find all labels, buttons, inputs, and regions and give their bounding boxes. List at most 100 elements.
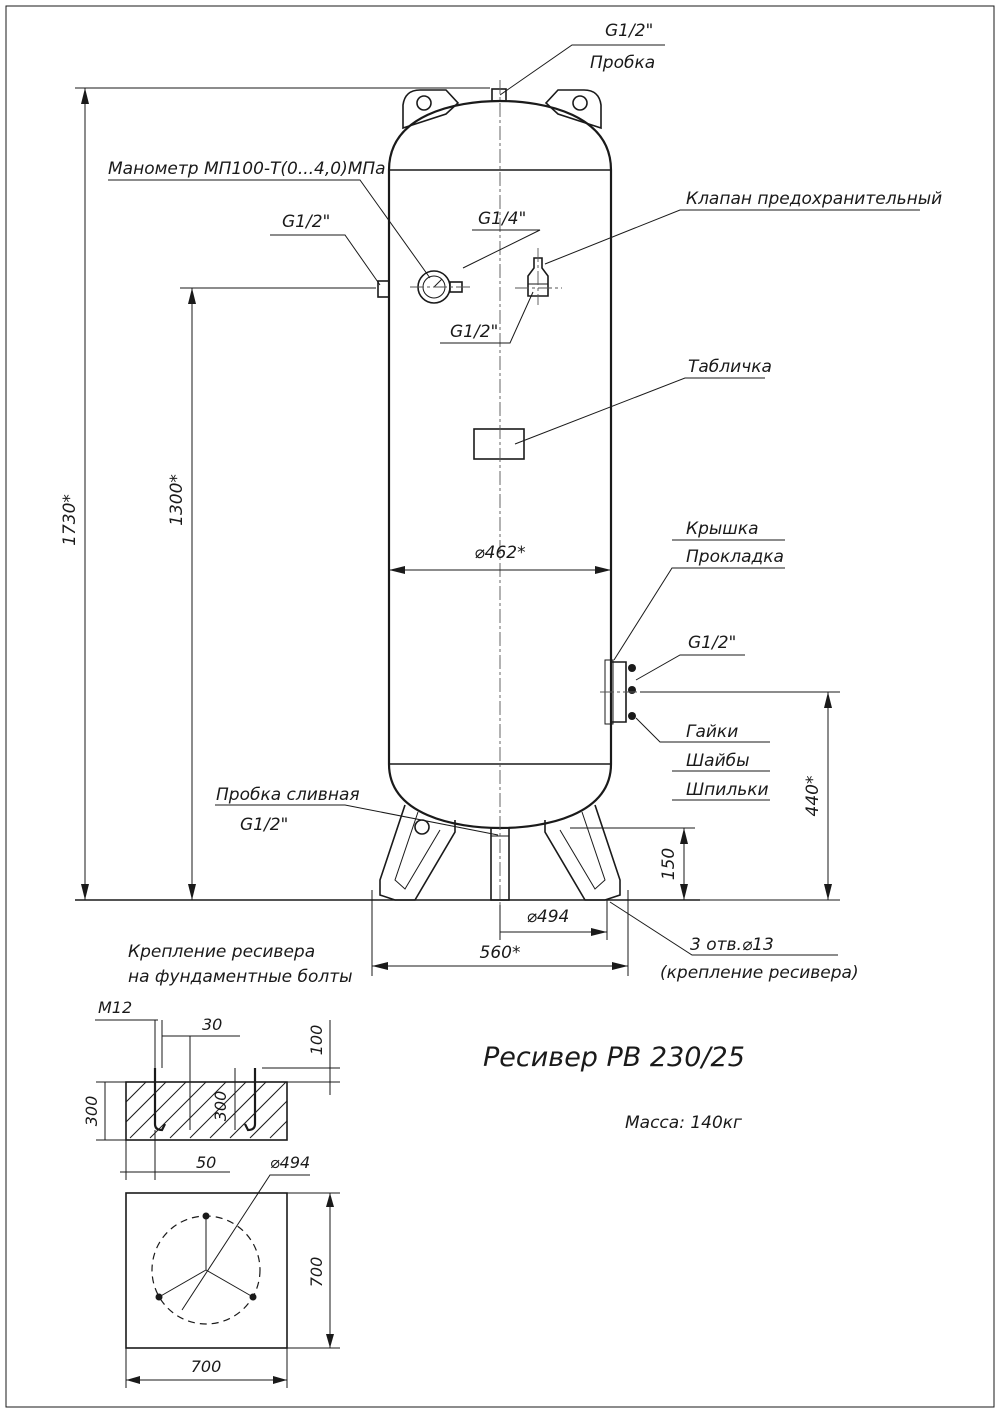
drawing-frame [5, 5, 995, 1408]
leg-hole-left [414, 819, 430, 835]
dim-1730-arrow-top [81, 88, 89, 104]
text-300-inner: 300 [211, 1091, 230, 1122]
dim-text-440: 440* [803, 776, 823, 817]
dim-462-arrow-right [595, 566, 611, 574]
leader-holes [609, 901, 838, 956]
label-gauge-thread: G1/4" [478, 209, 526, 229]
label-nuts: Гайки [686, 722, 738, 742]
dim-494-arrow-right [591, 928, 607, 936]
dim-1300-arrow-top [188, 288, 196, 304]
leader-gasket [613, 567, 785, 661]
dim-text-494: ⌀494 [527, 907, 570, 927]
dim-text-1730: 1730* [60, 494, 80, 546]
labels: G1/2" Пробка Манометр МП100-Т(0...4,0)МП… [60, 21, 942, 983]
label-gasket: Прокладка [686, 547, 784, 567]
leader-drain [215, 804, 499, 836]
bolt-hole-2 [155, 1293, 163, 1301]
dim-462-arrow-left [389, 566, 405, 574]
top-plug [491, 88, 507, 102]
leader-lines [108, 44, 920, 956]
hatch-bolt-1 [628, 664, 636, 672]
label-plate: Табличка [688, 357, 772, 377]
label-studs: Шпильки [686, 780, 769, 800]
label-safety-valve: Клапан предохранительный [686, 189, 942, 209]
text-700-bottom: 700 [191, 1357, 222, 1376]
text-30: 30 [202, 1015, 222, 1034]
receiver-vessel [377, 80, 650, 905]
anchor-bolt-left [153, 1068, 166, 1132]
foundation-block-section [125, 1081, 288, 1141]
label-plug: Пробка [590, 53, 655, 73]
hatch-bolt-2 [628, 686, 636, 694]
label-hatch-thread: G1/2" [688, 633, 736, 653]
leader-hatch-thread [635, 654, 745, 681]
bolt-hole-1 [202, 1212, 210, 1220]
dim-1730-arrow-bottom [81, 884, 89, 900]
support-leg-right-inner [559, 811, 606, 890]
drawing-mass: Масса: 140кг [625, 1113, 742, 1133]
anchor-bolt-right [244, 1068, 257, 1132]
lifting-ear-hole-left [416, 95, 432, 111]
bolt-radius-3 [205, 1269, 254, 1298]
bolt-hole-3 [249, 1293, 257, 1301]
dim-440-arrow-bottom [824, 884, 832, 900]
dim-560-arrow-right [612, 962, 628, 970]
support-leg-right [544, 804, 621, 901]
text-50: 50 [196, 1153, 216, 1172]
leader-left-port [270, 234, 381, 286]
support-leg-left-inner [394, 811, 441, 890]
dim-1300-arrow-bottom [188, 884, 196, 900]
dim-700-bottom-arrow-right [273, 1376, 287, 1384]
text-300-outer: 300 [82, 1096, 101, 1127]
dim-700-side-arrow-bottom [326, 1334, 334, 1348]
leader-studs [635, 717, 672, 743]
dim-text-560: 560* [480, 943, 521, 963]
text-700-side: 700 [307, 1257, 326, 1288]
label-holes: 3 отв.⌀13 [690, 935, 774, 955]
leader-gauge-thread [462, 229, 541, 269]
bolt-radius-2 [158, 1269, 207, 1298]
dim-text-1300: 1300* [167, 474, 187, 526]
safety-valve [527, 257, 549, 297]
foundation-plan [125, 1192, 288, 1349]
side-port-left [377, 280, 390, 298]
foundation-detail: Крепление ресивера на фундаментные болты [82, 942, 353, 1388]
label-washers: Шайбы [686, 751, 750, 771]
drawing-title: Ресивер РВ 230/25 [483, 1042, 745, 1073]
label-manometer: Манометр МП100-Т(0...4,0)МПа [108, 159, 386, 179]
leader-manometer [108, 179, 431, 279]
label-valve-thread: G1/2" [450, 322, 498, 342]
lifting-ear-right [544, 89, 602, 130]
dim-text-150: 150 [659, 848, 679, 880]
leader-safety-valve [544, 209, 920, 265]
leader-494-plan [181, 1174, 310, 1311]
lifting-ear-left [402, 89, 460, 130]
text-m12: М12 [98, 998, 132, 1017]
dimension-lines [75, 87, 840, 976]
name-plate [473, 428, 525, 460]
label-top-thread: G1/2" [605, 21, 653, 41]
foundation-heading-1: Крепление ресивера [128, 942, 315, 962]
text-100: 100 [307, 1025, 326, 1056]
leader-top-plug [499, 44, 665, 96]
label-left-thread: G1/2" [282, 212, 330, 232]
dim-700-bottom-arrow-left [126, 1376, 140, 1384]
label-holes-note: (крепление ресивера) [660, 963, 859, 983]
dim-150-arrow-bottom [680, 884, 688, 900]
label-cover: Крышка [686, 519, 759, 539]
dim-150-arrow-top [680, 828, 688, 844]
label-drain-thread: G1/2" [240, 815, 288, 835]
lifting-ear-hole-right [572, 95, 588, 111]
dim-700-side-arrow-top [326, 1193, 334, 1207]
foundation-hatching [125, 1081, 288, 1139]
dim-440-arrow-top [824, 692, 832, 708]
foundation-heading-2: на фундаментные болты [128, 967, 353, 987]
dim-560-arrow-left [372, 962, 388, 970]
manometer-needle [433, 278, 443, 288]
text-494-plan: ⌀494 [270, 1153, 310, 1172]
leader-valve-thread [440, 291, 534, 344]
dim-text-462: ⌀462* [474, 543, 525, 563]
label-drain-plug: Пробка сливная [216, 785, 360, 805]
hatch-bolt-3 [628, 712, 636, 720]
